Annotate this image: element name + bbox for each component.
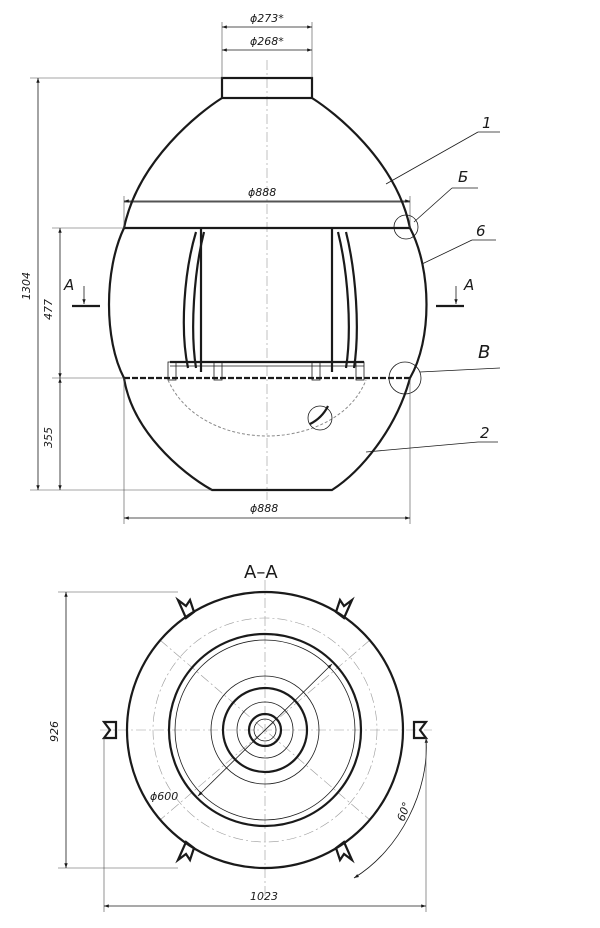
dim-diameter: ϕ600 <box>150 790 178 803</box>
section-view: A–A ϕ600 60° <box>48 562 432 912</box>
callout-v: В <box>478 342 490 363</box>
dim-section-width: 1023 <box>250 890 278 903</box>
dim-angle: 60° <box>395 800 414 823</box>
section-title: A–A <box>244 562 278 583</box>
fire-grate <box>167 360 365 381</box>
mid-width-dimension: ϕ888 <box>123 186 411 228</box>
section-marker-right: A <box>436 276 474 308</box>
inner-ring-outer <box>167 632 363 828</box>
hidden-inner-bowl <box>167 379 367 437</box>
dim-mid-width: ϕ888 <box>248 186 276 199</box>
section-letter-right: A <box>463 276 474 294</box>
dim-outer-pipe: ϕ273* <box>250 12 284 25</box>
callout-6: 6 <box>476 222 486 240</box>
middle-belt-right <box>409 227 428 379</box>
front-view: A A ϕ273* ϕ268* ϕ888 ϕ888 <box>20 12 501 524</box>
section-letter-left: A <box>63 276 74 294</box>
detail-circle-b <box>393 214 419 240</box>
dim-section-height: 926 <box>48 721 61 742</box>
dim-middle-height: 477 <box>42 299 55 320</box>
outer-ring <box>125 590 405 870</box>
callout-b: Б <box>458 168 468 186</box>
detail-circle-outlet <box>307 405 333 431</box>
flue-pipe <box>220 76 314 100</box>
top-dome-body <box>122 97 412 229</box>
height-dimensions: 1304 477 355 <box>20 77 222 491</box>
middle-belt-left <box>107 227 125 379</box>
dim-total-height: 1304 <box>20 272 33 300</box>
detail-circle-v <box>388 361 422 395</box>
pipe-dimensions: ϕ273* ϕ268* <box>221 12 313 78</box>
section-marker-left: A <box>63 276 100 308</box>
support-legs <box>101 596 429 864</box>
callout-2: 2 <box>480 424 490 442</box>
callouts: 1 Б 6 В 2 <box>365 114 501 453</box>
door-ribs <box>182 228 358 372</box>
inner-ring-inner <box>174 639 356 821</box>
dim-bottom-width: ϕ888 <box>250 502 278 515</box>
bottom-width-dimension: ϕ888 <box>123 378 411 524</box>
dim-inner-pipe: ϕ268* <box>250 35 284 48</box>
callout-1: 1 <box>482 114 492 132</box>
dim-bottom-height: 355 <box>42 427 55 448</box>
